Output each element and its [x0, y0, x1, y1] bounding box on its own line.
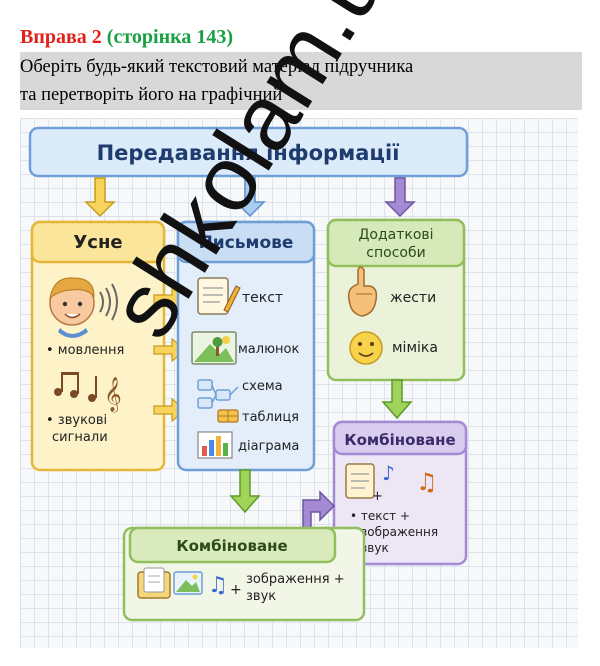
sound-waves-icon [99, 283, 118, 321]
additional-gestures: жести [390, 290, 436, 306]
written-header-bg [176, 220, 316, 264]
combined-bottom-line1: зображення + [246, 572, 345, 587]
smiley-face-icon [349, 331, 383, 365]
task-text-block: Оберіть будь-який текстовий матеріал під… [20, 52, 582, 110]
title-banner [28, 126, 469, 178]
oral-signals-line1: • звукові [46, 413, 107, 428]
written-item-table: таблиця [242, 410, 299, 425]
task-line-1: Оберіть будь-який текстовий матеріал під… [20, 57, 414, 77]
document-icon [345, 463, 375, 499]
music-note-icon: ♫ [208, 573, 228, 598]
written-item-picture: малюнок [238, 342, 299, 357]
oral-speech: • мовлення [46, 343, 124, 358]
notepad-pencil-icon [197, 277, 241, 315]
combined-bottom-header: Комбіноване [176, 537, 287, 555]
exercise-heading: Вправа 2 (сторінка 143) [20, 26, 233, 49]
additional-mimic: міміка [392, 340, 438, 356]
arrow-written-to-combined [229, 469, 261, 514]
task-line-2: та перетворіть його на графічний [20, 85, 283, 105]
combined-right-line1: • текст + [350, 509, 410, 523]
hand-gesture-icon [347, 266, 378, 317]
bar-chart-icon [197, 431, 233, 459]
arrow-to-written [234, 177, 266, 218]
oral-header: Усне [73, 232, 122, 253]
boy-face-icon [49, 277, 95, 338]
additional-header-bg [326, 218, 466, 268]
svg-text:𝄞: 𝄞 [104, 377, 122, 413]
exercise-title: Вправа 2 [20, 26, 102, 48]
oral-signals-line2: сигнали [52, 430, 108, 445]
arrow-combined-bottom-to-right [302, 490, 336, 537]
additional-header-line1: Додаткові [358, 227, 433, 243]
combined-right-header: Комбіноване [344, 431, 455, 449]
poster-svg: Передавання інформації Усне • мовлення 𝄞… [28, 126, 469, 622]
image-frame-icon [173, 571, 203, 595]
combined-bottom-plus: + [230, 582, 242, 598]
poster-image: Передавання інформації Усне • мовлення 𝄞… [20, 118, 578, 648]
music-note-blue-icon: ♪ [382, 461, 395, 485]
poster-title: Передавання інформації [97, 141, 400, 165]
additional-header-line2: способи [366, 245, 425, 261]
written-header: Письмове [199, 233, 294, 253]
written-item-chart: діаграма [238, 439, 299, 454]
combined-right-line2: • зображення [350, 525, 438, 539]
folder-document-icon [137, 567, 171, 599]
music-notes-orange-icon: ♫ [416, 468, 438, 496]
table-icon [217, 409, 239, 423]
landscape-picture-icon [191, 331, 237, 365]
combined-bottom-line2: звук [246, 589, 276, 604]
arrow-additional-to-combined [381, 379, 413, 420]
written-item-text: текст [242, 290, 283, 306]
music-notes-icon: 𝄞 [54, 372, 122, 413]
combined-right-plus: + [372, 489, 383, 504]
arrow-to-oral [84, 177, 116, 218]
oral-header-bg [30, 220, 166, 264]
written-item-scheme: схема [242, 379, 283, 394]
combined-right-header-bg [332, 420, 468, 456]
combined-bottom-header-bg [128, 526, 337, 564]
scheme-icon [197, 379, 239, 409]
arrow-to-additional [384, 177, 416, 218]
exercise-page-ref: (сторінка 143) [106, 26, 233, 48]
